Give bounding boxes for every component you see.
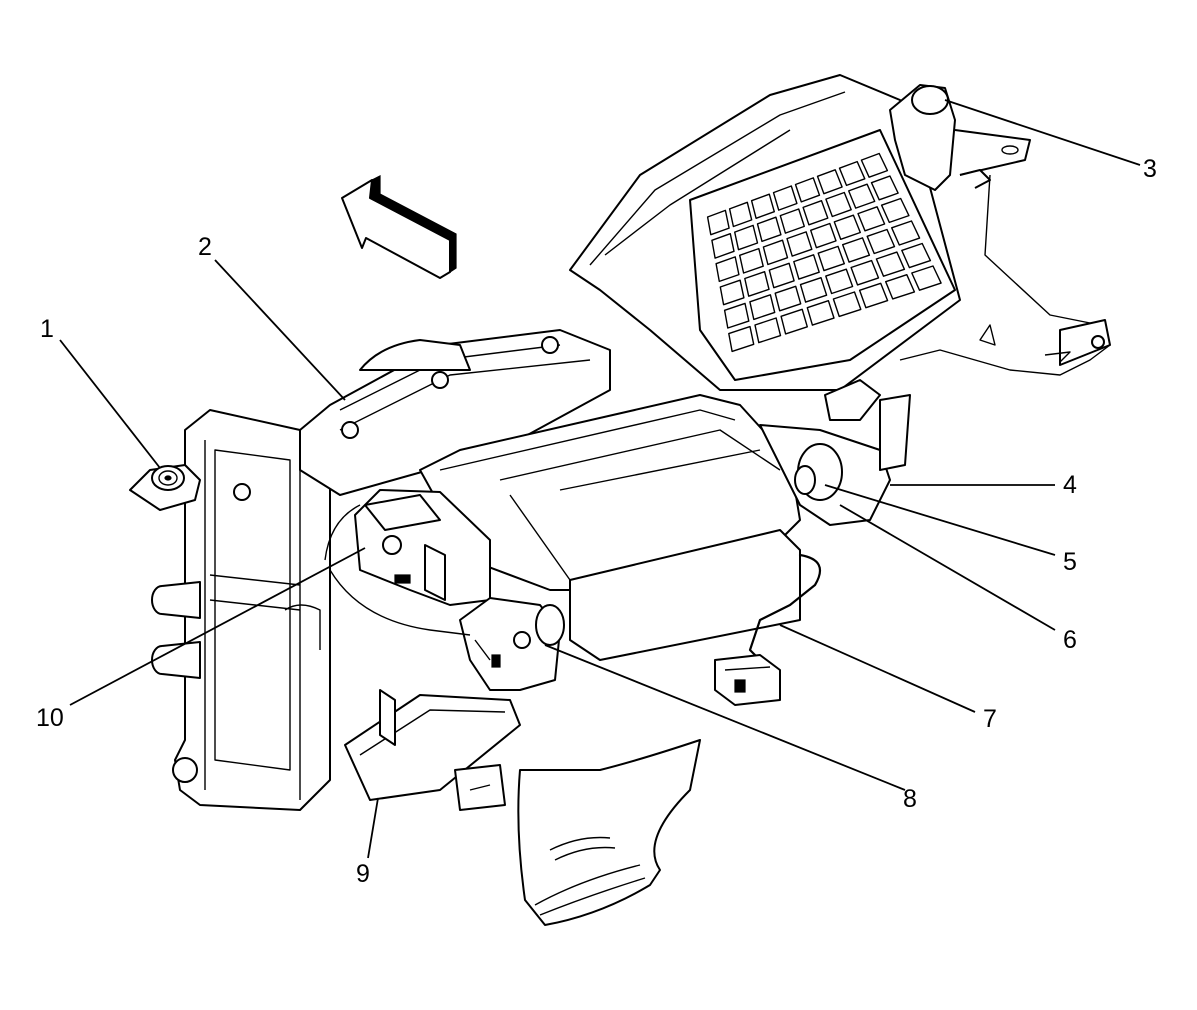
filter-grid-cell xyxy=(911,265,942,291)
part-3-actuator xyxy=(889,84,1031,191)
part-9-bracket xyxy=(344,689,521,811)
filter-grid-cell xyxy=(711,232,735,259)
part-2-heater-case xyxy=(299,329,611,496)
callout-10: 10 xyxy=(36,704,64,732)
mounting-bracket xyxy=(899,174,1111,376)
outlet-duct xyxy=(517,739,701,926)
filter-grid-cell xyxy=(802,199,829,226)
filter-grid-cell xyxy=(875,251,906,277)
filter-grid-cell xyxy=(891,220,921,246)
leader-2 xyxy=(214,259,346,401)
filter-grid-cell xyxy=(715,256,740,283)
leader-6 xyxy=(839,504,1056,631)
filter-grid-cell xyxy=(833,214,861,241)
filter-grid-cell xyxy=(780,308,808,335)
filter-grid-cell xyxy=(848,183,876,209)
part-8-actuator xyxy=(459,597,565,691)
filter-grid-cell xyxy=(739,247,764,274)
filter-grid-cell xyxy=(806,300,835,326)
filter-grid-cell xyxy=(749,294,776,321)
filter-grid-cell xyxy=(734,224,759,251)
filter-grid-cell xyxy=(786,231,813,257)
filter-grid-cell xyxy=(793,254,820,280)
part-10-actuator xyxy=(354,489,491,606)
filter-grid-cell xyxy=(858,282,889,309)
part-7-harness xyxy=(714,553,822,706)
filter-grid-cell xyxy=(794,177,821,203)
filter-grid-cell xyxy=(728,325,755,353)
filter-grid-cell xyxy=(850,259,880,286)
filter-grid-cell xyxy=(799,277,828,303)
filter-grid-cell xyxy=(842,237,871,263)
callout-3: 3 xyxy=(1143,155,1157,183)
callout-7: 7 xyxy=(983,705,997,733)
leader-10 xyxy=(69,547,366,706)
filter-grid-cell xyxy=(723,302,750,329)
filter-grid-cell xyxy=(870,175,899,201)
filter-grid xyxy=(706,152,942,353)
callout-6: 6 xyxy=(1063,626,1077,654)
filter-grid-cell xyxy=(750,193,775,220)
filter-grid-cell xyxy=(768,262,795,289)
callout-4: 4 xyxy=(1063,471,1077,499)
callout-2: 2 xyxy=(198,233,212,261)
leader-3 xyxy=(944,99,1141,166)
filter-grid-cell xyxy=(719,279,745,306)
callout-9: 9 xyxy=(356,860,370,888)
filter-grid-cell xyxy=(810,222,837,249)
filter-grid-cell xyxy=(880,197,910,224)
filter-grid-cell xyxy=(825,268,854,295)
filter-grid-cell xyxy=(728,201,753,228)
blower-motor xyxy=(759,379,911,526)
filter-grid-cell xyxy=(756,216,782,243)
filter-grid-cell xyxy=(901,242,932,269)
leader-7 xyxy=(779,624,976,713)
filter-grid-cell xyxy=(774,285,802,312)
leader-1 xyxy=(59,339,161,469)
filter-grid-cell xyxy=(866,228,896,255)
leader-8 xyxy=(544,644,906,791)
leader-9 xyxy=(367,797,379,859)
filter-grid-cell xyxy=(885,274,916,300)
filter-grid-cell xyxy=(857,206,886,232)
leader-lines xyxy=(59,99,1141,859)
filter-grid-cell xyxy=(772,185,798,211)
filter-grid-cell xyxy=(817,245,845,272)
callout-8: 8 xyxy=(903,785,917,813)
filter-housing xyxy=(569,74,961,391)
part-1-grommet xyxy=(129,464,201,511)
filter-grid-cell xyxy=(825,191,852,218)
wire-loop xyxy=(284,504,471,650)
callout-1: 1 xyxy=(40,315,54,343)
callout-5: 5 xyxy=(1063,548,1077,576)
filter-grid-cell xyxy=(706,209,730,236)
filter-grid-cell xyxy=(744,271,770,297)
leader-5 xyxy=(824,484,1056,556)
filter-grid-cell xyxy=(832,291,862,318)
filter-grid-cell xyxy=(860,152,889,178)
filter-grid-cell xyxy=(779,208,805,234)
direction-arrow xyxy=(341,175,457,279)
filter-grid-cell xyxy=(754,317,782,344)
filter-grid-cell xyxy=(838,160,866,187)
filter-grid-cell xyxy=(762,239,789,266)
filter-grid-cell xyxy=(816,169,843,195)
main-housing xyxy=(172,409,331,811)
evaporator-case xyxy=(419,394,801,661)
